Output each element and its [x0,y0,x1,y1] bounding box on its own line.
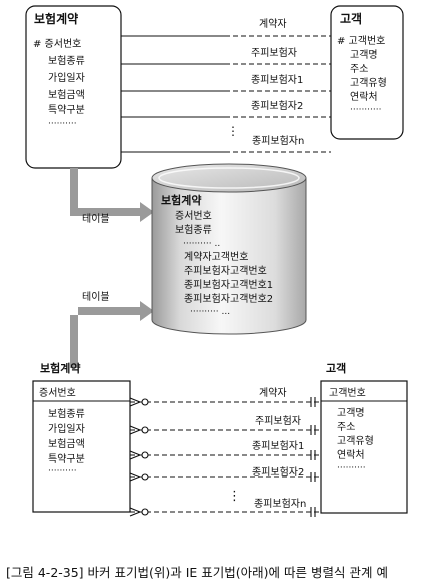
barker-rel-label: 계약자 [259,18,287,30]
barker-contract-attr: 보험종류 [48,55,85,67]
barker-customer-attr: 주소 [350,63,368,75]
ie-relationship-lines [129,397,321,517]
barker-contract-attr: # 증서번호 [33,38,81,50]
ie-customer-attr: ·········· [337,463,366,473]
ie-contract-attr: 가입일자 [48,422,85,435]
ie-rel-label: 종피보험자1 [252,440,304,452]
barker-customer-attr: 연락처 [350,91,378,103]
table-column: 보험종류 [175,224,212,236]
table-column: ·········· .. [183,239,220,249]
barker-ellipsis-dots: ⋮ [227,124,239,138]
barker-customer-attr: 고객유형 [350,77,387,89]
table-column: 계약자고객번호 [184,251,248,263]
ie-entity-customer [320,380,408,514]
ie-rel-label: 종피보험자n [254,498,306,510]
ie-entity-customer-title: 고객 [326,361,346,375]
barker-entity-customer [330,5,404,140]
barker-rel-label: 종피보험자2 [251,100,303,112]
ie-rel-label: 계약자 [259,387,287,399]
barker-customer-attr: # 고객번호 [337,35,385,47]
ie-customer-attr: 고객명 [337,407,365,419]
ie-customer-attr: 연락처 [337,449,365,461]
barker-entity-customer-title: 고객 [340,12,362,26]
ie-contract-attr: 보험금액 [48,438,85,450]
ie-contract-attr: ·········· [48,466,77,476]
barker-rel-label: 종피보험자n [252,135,304,147]
table-column: 종피보험자고객번호2 [184,293,273,305]
ie-customer-attr: 고객유형 [337,435,374,447]
table-column: 주피보험자고객번호 [184,265,267,277]
barker-contract-attr: 특약구분 [48,104,85,116]
ie-entity-contract-title: 보험계약 [40,361,80,375]
ie-ellipsis-dots: ⋮ [228,489,241,504]
barker-rel-label: 종피보험자1 [251,74,303,86]
arrow-label-top: 테이블 [82,213,110,225]
barker-relationship-lines [121,35,331,153]
table-column: ·········· ... [190,307,230,317]
ie-customer-attr: 주소 [337,421,355,433]
barker-contract-attr: 보험금액 [48,89,85,101]
barker-to-table-arrow [70,168,154,222]
figure-caption: [그림 4-2-35] 바커 표기법(위)과 IE 표기법(아래)에 따른 병렬… [6,565,388,580]
ie-contract-key: 증서번호 [39,387,76,399]
barker-customer-attr: ··········· [350,105,381,115]
table-cylinder [151,163,307,335]
ie-rel-label: 종피보험자2 [252,466,304,478]
ie-contract-attr: 특약구분 [48,453,85,465]
table-column: 종피보험자고객번호1 [184,279,273,291]
barker-entity-contract [25,5,122,169]
barker-rel-label: 주피보험자 [251,47,297,59]
ie-customer-key: 고객번호 [329,387,366,399]
barker-entity-contract-title: 보험계약 [34,11,78,26]
arrow-label-bottom: 테이블 [82,291,110,303]
table-title: 보험계약 [161,193,201,207]
barker-customer-attr: 고객명 [350,49,378,61]
ie-entity-contract [32,380,131,513]
ie-contract-attr: 보험종류 [48,408,85,420]
ie-to-table-arrow [70,301,154,368]
table-column: 증서번호 [175,210,212,222]
ie-rel-label: 주피보험자 [255,415,301,427]
barker-contract-attr: 가입일자 [48,71,85,84]
barker-contract-attr: ·········· [48,119,77,129]
